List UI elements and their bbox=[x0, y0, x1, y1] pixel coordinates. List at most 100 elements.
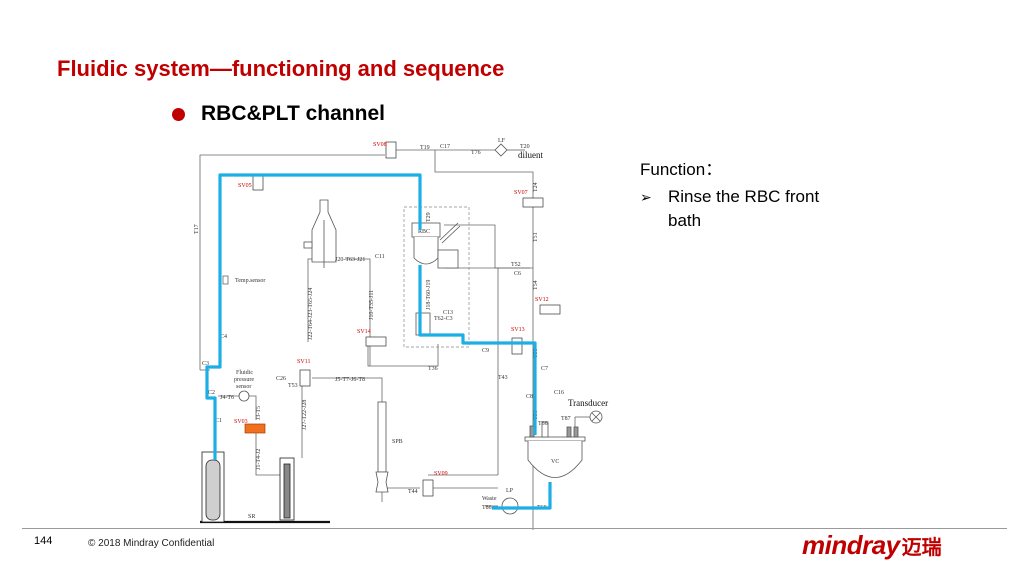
t51-label: T51 bbox=[533, 232, 539, 242]
function-heading: Function： bbox=[640, 160, 723, 179]
lf-label: LF bbox=[498, 138, 506, 144]
t54-label: T54 bbox=[533, 280, 539, 290]
c17-label: C17 bbox=[440, 144, 450, 150]
t76-label: T76 bbox=[471, 150, 481, 156]
rbc-module-box bbox=[403, 206, 470, 348]
c2-label: C2 bbox=[208, 390, 215, 396]
sv03-valve bbox=[244, 423, 266, 434]
flow-path-highlight-2 bbox=[418, 265, 537, 435]
arrow-bullet-icon: ➢ bbox=[640, 189, 652, 205]
t44-label: T44 bbox=[408, 489, 418, 495]
pressure-sensor-label-1: Fluidic bbox=[236, 370, 253, 376]
sv11-label: SV11 bbox=[297, 359, 310, 365]
fluidic-diagram: RBC SR SPB VC LP Waste LF diluent bbox=[194, 138, 608, 530]
lf-filter bbox=[494, 143, 508, 157]
j4-t6-label: J4-T6 bbox=[220, 395, 234, 401]
reagent-syringe bbox=[279, 457, 295, 521]
lp-pump bbox=[501, 497, 519, 515]
wbc-bath bbox=[303, 199, 337, 268]
copyright-text: © 2018 Mindray Confidential bbox=[88, 538, 215, 549]
j5-t7-label: J5-T7-J6-T8 bbox=[335, 377, 365, 383]
t52-label: T52 bbox=[511, 262, 521, 268]
c8-label: C8 bbox=[526, 394, 533, 400]
sv14-label: SV14 bbox=[357, 329, 371, 335]
valves bbox=[244, 141, 561, 497]
c16-label: C16 bbox=[554, 390, 564, 396]
t19-label: T19 bbox=[420, 145, 430, 151]
j3-t5-label: J3-T5 bbox=[256, 406, 262, 420]
j20-label: J20-T63-J21 bbox=[335, 257, 365, 263]
page-number: 144 bbox=[34, 535, 53, 547]
c6-label: C6 bbox=[514, 271, 521, 277]
sv07-label: SV07 bbox=[514, 190, 528, 196]
flow-path-highlight bbox=[205, 173, 422, 460]
sv14-valve bbox=[365, 336, 387, 347]
sv09-label: SV09 bbox=[434, 471, 448, 477]
j1-t4-label: J1-T4-J2 bbox=[256, 449, 262, 470]
vc-label: VC bbox=[551, 459, 559, 465]
rbc-label: RBC bbox=[418, 229, 430, 235]
t36-label: T36 bbox=[428, 366, 438, 372]
sv12-valve bbox=[539, 304, 561, 315]
function-item-text: Rinse the RBC front bath bbox=[668, 187, 820, 230]
waste-label: Waste bbox=[482, 496, 497, 502]
t87-label: T87 bbox=[561, 416, 571, 422]
diluent-label: diluent bbox=[518, 150, 543, 160]
pipe-j10 bbox=[345, 258, 371, 366]
sv07-valve bbox=[522, 197, 544, 208]
j22-label: J22-T64-J23-T65-J24 bbox=[308, 288, 314, 340]
slide-title: Fluidic system—functioning and sequence bbox=[57, 56, 505, 81]
pipe-t36 bbox=[367, 344, 439, 367]
c9-label: C9 bbox=[482, 348, 489, 354]
sv12-label: SV12 bbox=[535, 297, 549, 303]
t66-label: T66 bbox=[538, 421, 548, 427]
footer-divider bbox=[22, 528, 1007, 529]
sv13-valve bbox=[511, 337, 523, 355]
sv11-valve bbox=[299, 369, 311, 387]
temp-sensor-label: Temp.sensor bbox=[235, 278, 265, 284]
t24-label: T24 bbox=[533, 182, 539, 192]
t20-label: T20 bbox=[520, 144, 530, 150]
pressure-sensor-label-2: pressure bbox=[234, 377, 254, 383]
j10-label: J10-T35-J11 bbox=[369, 290, 375, 320]
section-heading-text: RBC&PLT channel bbox=[201, 102, 385, 125]
sv08-valve bbox=[385, 141, 397, 159]
flow-path-highlight-3 bbox=[492, 482, 552, 510]
temp-sensor-icon bbox=[222, 275, 229, 285]
pipe-t24 bbox=[434, 150, 534, 530]
sv05-label: SV05 bbox=[238, 183, 252, 189]
spb-component bbox=[375, 401, 389, 493]
spb-label: SPB bbox=[392, 439, 403, 445]
pipe-j5 bbox=[312, 377, 383, 410]
c11-label: C11 bbox=[375, 254, 385, 260]
c26-label: C26 bbox=[276, 376, 286, 382]
pressure-sensor-icon bbox=[238, 390, 250, 402]
t43-label: T43 bbox=[498, 375, 508, 381]
t29-label: T29 bbox=[426, 212, 432, 222]
pipe-t17 bbox=[199, 154, 385, 370]
transducer-label: Transducer bbox=[568, 398, 608, 408]
transducer-cross-b bbox=[591, 412, 601, 422]
section-heading: RBC&PLT channel bbox=[172, 102, 385, 126]
logo-text: mindray bbox=[802, 530, 900, 560]
c1-label: C1 bbox=[215, 418, 222, 424]
pipe-j1 bbox=[255, 432, 290, 476]
t53-label: T53 bbox=[288, 383, 298, 389]
c4-label: C4 bbox=[220, 334, 227, 340]
c13-label: C13 bbox=[443, 310, 453, 316]
sv09-valve bbox=[422, 479, 434, 497]
logo-text-cn: 迈瑞 bbox=[901, 535, 942, 559]
c3-label: C3 bbox=[202, 361, 209, 367]
pressure-sensor-label-3: sensor bbox=[236, 384, 251, 390]
sample-syringe bbox=[201, 451, 225, 523]
sr-label: SR bbox=[248, 514, 255, 520]
sv03-label: SV03 bbox=[234, 419, 248, 425]
function-panel: Function： ➢ Rinse the RBC front bath bbox=[640, 158, 828, 233]
t17-label: T17 bbox=[194, 224, 200, 234]
bullet-dot-icon bbox=[172, 107, 185, 121]
j27-label: J27-T22-J28 bbox=[302, 400, 308, 430]
function-item: ➢ Rinse the RBC front bath bbox=[640, 185, 828, 233]
t62-label: T62-C3 bbox=[434, 316, 453, 322]
sv08-label: SV08 bbox=[373, 142, 387, 148]
c7-label: C7 bbox=[541, 366, 548, 372]
